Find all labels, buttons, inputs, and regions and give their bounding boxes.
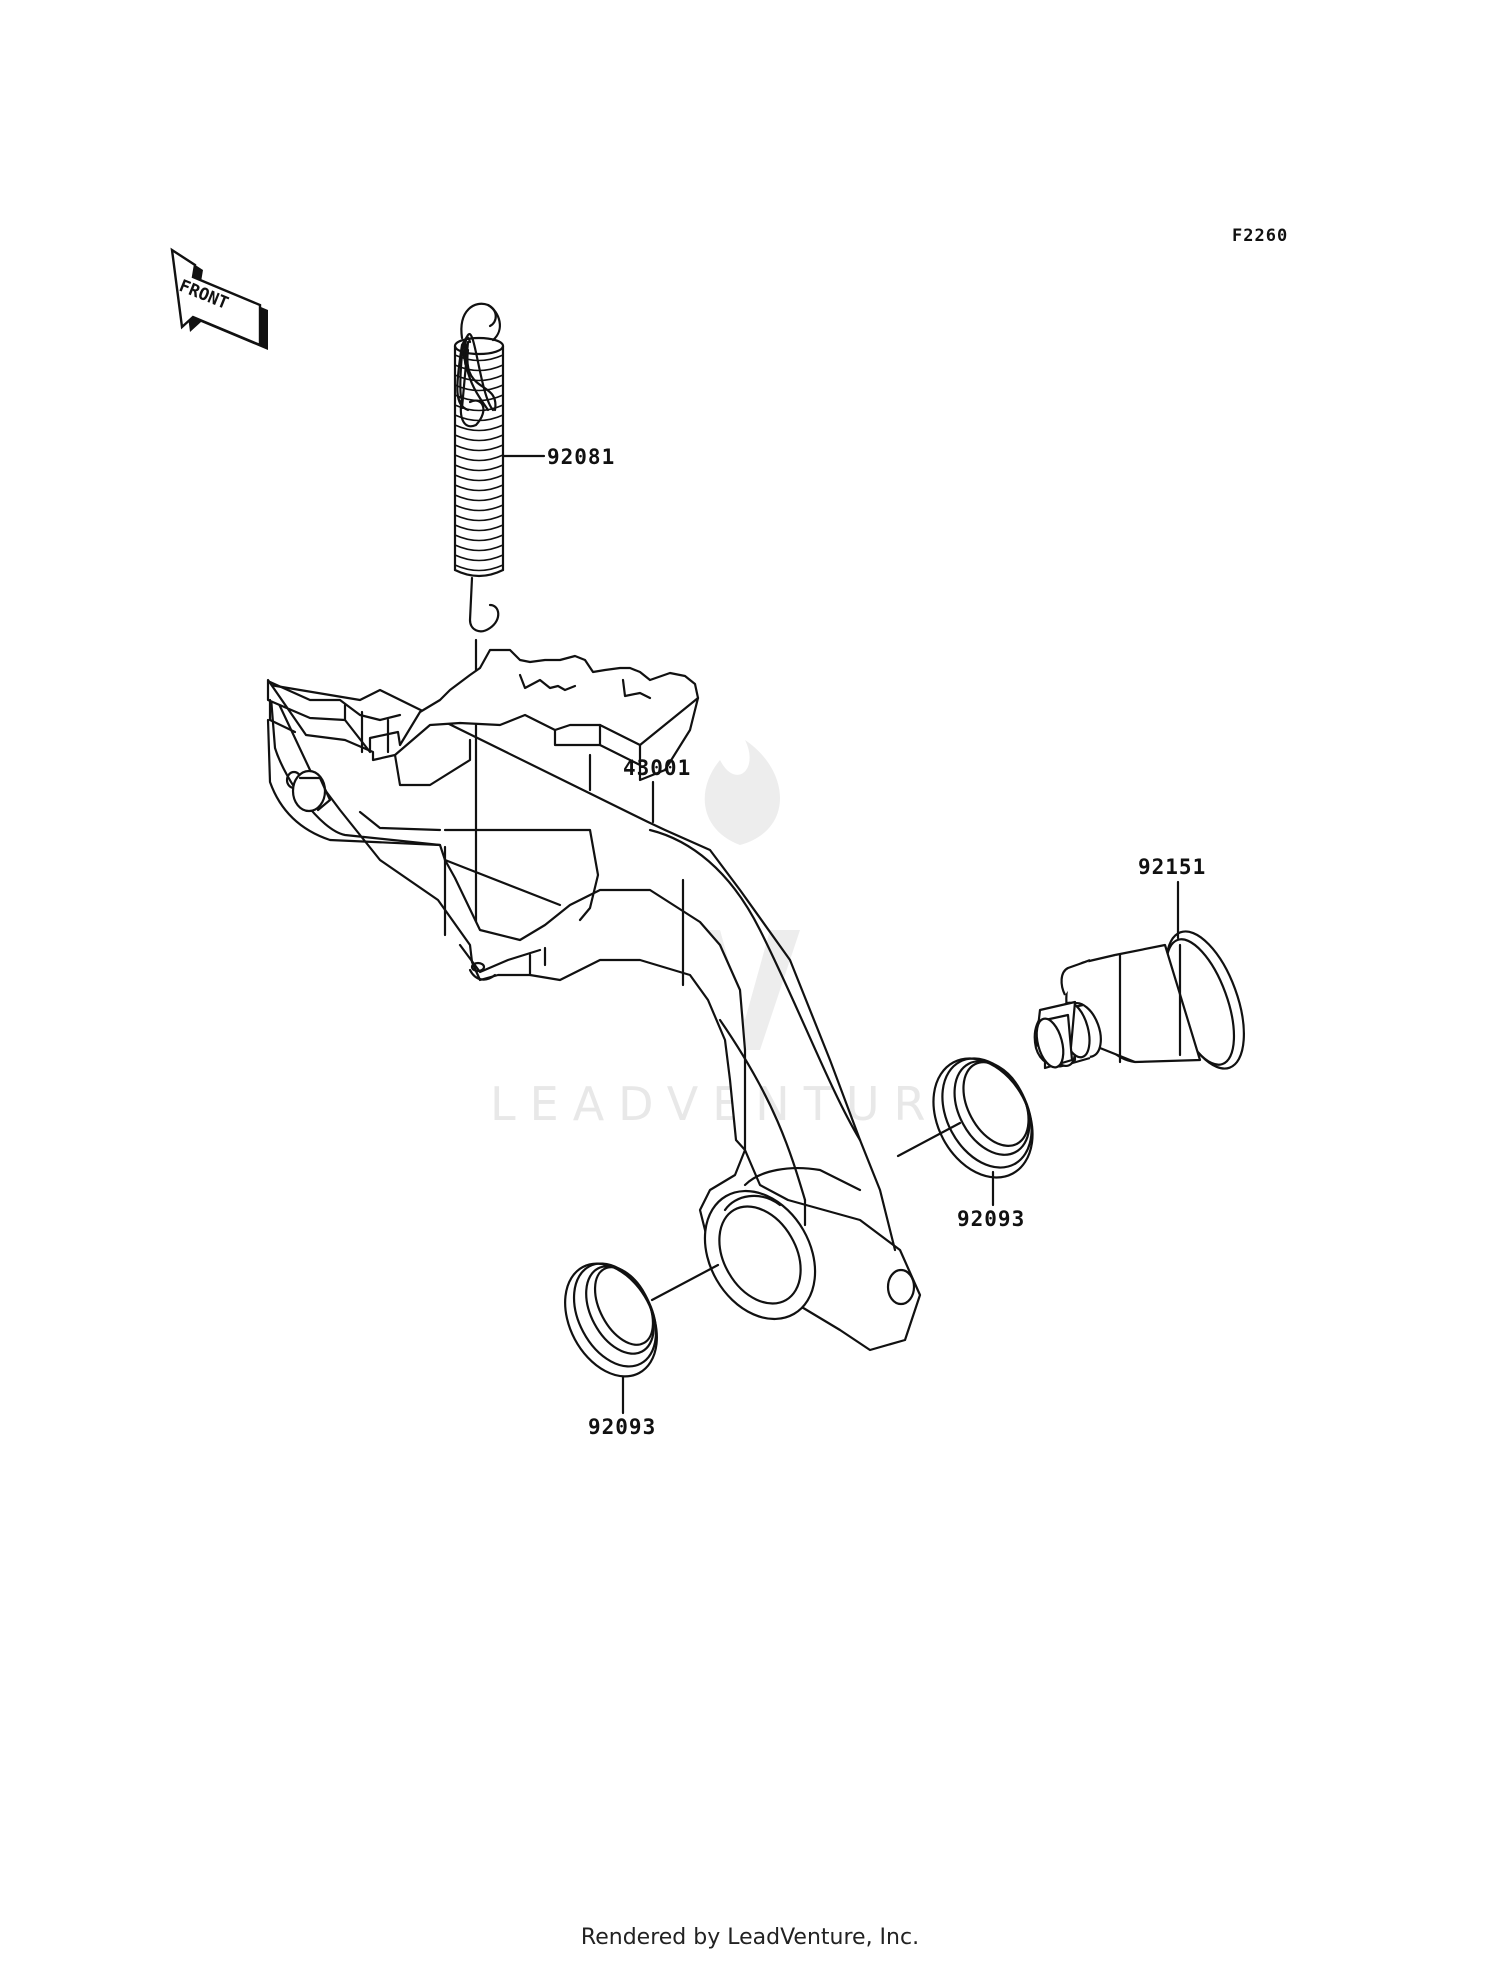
watermark-text: LEADVENTURE (490, 1077, 983, 1131)
footer-credit: Rendered by LeadVenture, Inc. (580, 1925, 920, 1950)
part-43001-brake-pedal[interactable] (268, 683, 922, 1352)
label-92093-upper[interactable]: 92093 (957, 1207, 1025, 1231)
part-92093-seal-upper[interactable] (896, 1041, 1052, 1207)
leadventure-logo (690, 740, 800, 1050)
footrest-teeth (266, 648, 700, 847)
diagram-code: F2260 (1232, 226, 1288, 246)
spring-coils (453, 336, 505, 578)
label-92093-lower[interactable]: 92093 (588, 1415, 656, 1439)
part-92081-spring[interactable] (452, 333, 546, 633)
part-92093-seal-lower[interactable] (547, 1248, 720, 1415)
pivot-boss (703, 1189, 817, 1321)
front-arrow-icon: FRONT (170, 247, 268, 350)
label-43001[interactable]: 43001 (623, 756, 691, 780)
label-92151[interactable]: 92151 (1138, 855, 1206, 879)
label-92081[interactable]: 92081 (547, 445, 615, 469)
part-92151-bolt[interactable] (1032, 880, 1260, 1079)
